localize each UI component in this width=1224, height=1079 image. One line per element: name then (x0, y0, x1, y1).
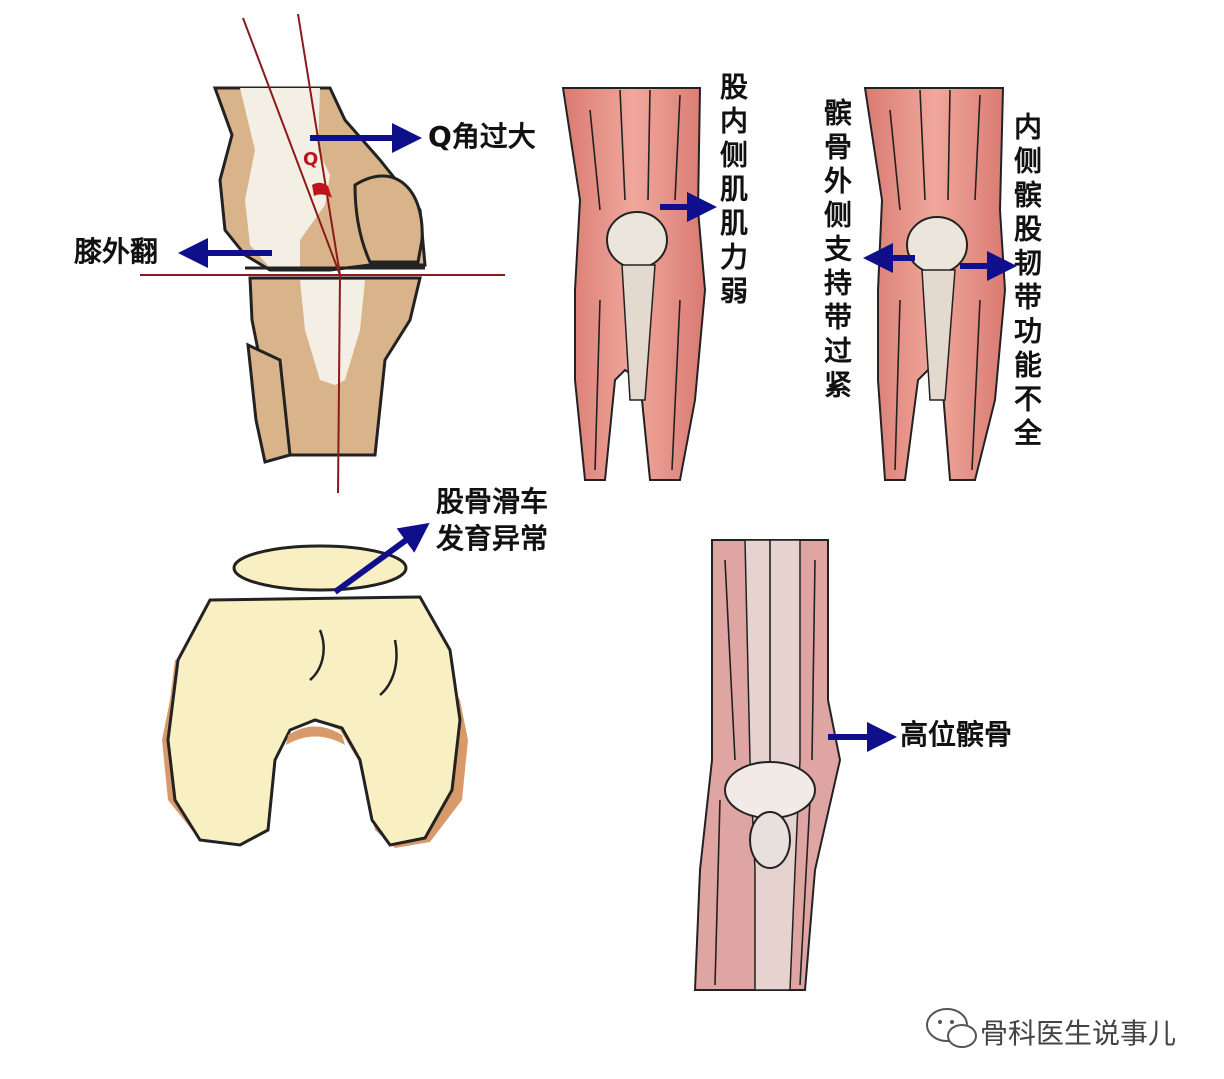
trochlea-diagram (162, 544, 468, 848)
q-angle-label: Q角过大 (428, 120, 536, 153)
trochlea-arrow (333, 522, 430, 595)
knee-valgus-bone-diagram (140, 13, 505, 494)
patella-alta-diagram (693, 539, 842, 991)
vmo-weak-label: 股内侧肌肌力弱 (716, 72, 749, 310)
watermark-text: 骨科医生说事儿 (980, 1017, 1177, 1050)
wechat-icon (926, 1008, 977, 1048)
trochlear-dysplasia-label-1: 股骨滑车 (436, 485, 549, 518)
mpfl-label: 内侧髌股韧带功能不全 (1010, 112, 1043, 452)
knee-valgus-label: 膝外翻 (74, 235, 159, 268)
trochlear-dysplasia-label-2: 发育异常 (436, 522, 549, 555)
retinaculum-muscle-diagram (863, 87, 1007, 481)
vmo-muscle-diagram (561, 87, 707, 481)
patella-alta-label: 高位髌骨 (900, 718, 1013, 751)
lateral-retinaculum-label: 髌骨外侧支持带过紧 (820, 98, 853, 404)
q-angle-letter: Q (303, 149, 318, 170)
